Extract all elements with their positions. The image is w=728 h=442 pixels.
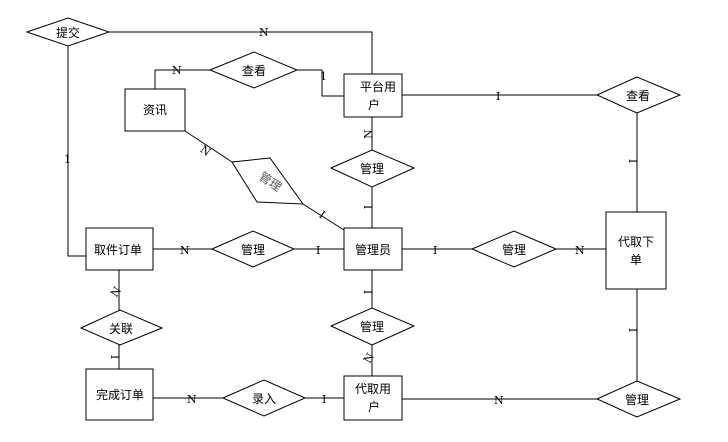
entity-proxy-order-label-2: 单 (630, 253, 642, 267)
card-view-info-info: N (172, 64, 182, 77)
entity-proxy-user: 代取用 户 (343, 375, 403, 421)
card-pickup-manage: N (180, 244, 190, 257)
relation-view-info: 查看 (208, 51, 299, 89)
relation-enter: 录入 (221, 379, 307, 417)
line-info-manage (184, 130, 233, 163)
card-user-view: I (496, 90, 500, 103)
entity-platform-user-label-1: 平台用 (360, 79, 396, 94)
card-admin-manage-bottom: I (362, 290, 375, 294)
entity-admin: 管理员 (343, 227, 403, 271)
relation-manage-user: 管理 (329, 149, 416, 188)
line-view-user (297, 69, 344, 97)
relation-manage-pickup: 管理 (210, 230, 296, 268)
card-proxyuser-enter: I (322, 393, 326, 406)
relation-view-info-label: 查看 (242, 64, 266, 78)
line-info-view (154, 69, 210, 89)
card-done-enter: N (187, 393, 197, 406)
relation-proxy-manage-label: 管理 (625, 392, 649, 407)
entity-pickup-order: 取件订单 (85, 227, 154, 271)
card-proxyuser-order-manage: N (494, 394, 504, 407)
card-manage-admin-tilted: I (317, 208, 328, 221)
entity-platform-user: 平台用 户 (343, 73, 403, 118)
entity-proxy-user-label-1: 代取用 (355, 382, 391, 396)
relation-manage-proxy-user-label: 管理 (360, 319, 384, 334)
relation-manage-info: 管理 (231, 157, 305, 205)
relation-manage-proxy-user: 管理 (329, 307, 416, 346)
connectors (67, 31, 638, 400)
entity-admin-label: 管理员 (355, 242, 391, 257)
relation-manage-proxy-order-label: 管理 (502, 242, 526, 257)
entity-proxy-user-label-2: 户 (368, 399, 380, 414)
card-pickup-assoc: N (108, 284, 124, 300)
relation-view-order-label: 查看 (626, 89, 650, 103)
card-info-manage: N (198, 143, 214, 159)
card-proxyorder-manage: I (627, 328, 640, 332)
card-admin-proxy: I (433, 244, 437, 257)
entity-platform-user-label-2: 户 (368, 97, 380, 112)
relation-submit-label: 提交 (56, 25, 80, 40)
relation-manage-user-label: 管理 (360, 161, 384, 176)
relation-submit: 提交 (25, 17, 111, 47)
relation-proxy-manage: 管理 (595, 380, 682, 418)
card-user-manage: N (362, 129, 375, 139)
card-done-assoc: I (109, 355, 122, 359)
relation-view-order: 查看 (595, 76, 682, 114)
card-proxy-view: I (627, 159, 640, 163)
line-submit-order (67, 46, 86, 257)
entity-info: 资讯 (124, 88, 186, 132)
line-manage-admin-tilted (302, 203, 345, 231)
relation-manage-proxy-order: 管理 (470, 230, 558, 268)
card-admin-pickup: I (316, 244, 320, 257)
entity-done-order: 完成订单 (85, 368, 154, 421)
entity-info-label: 资讯 (143, 103, 167, 117)
entity-pickup-order-label: 取件订单 (94, 243, 142, 257)
card-submit-user: N (259, 26, 269, 39)
card-proxy-manage-n: N (575, 244, 585, 257)
line-submit-user (109, 31, 373, 74)
card-view-info-user: 1 (320, 70, 327, 83)
relation-associate-label: 关联 (109, 322, 133, 336)
card-proxyuser-manage: N (361, 351, 377, 366)
card-submit-order: 1 (64, 153, 71, 166)
relation-associate: 关联 (79, 309, 164, 346)
entity-proxy-order: 代取下 单 (605, 211, 667, 290)
cardinality-labels: N 1 N 1 N I I I N I N I I N N I I N N I … (64, 26, 640, 407)
entity-proxy-order-label-1: 代取下 (618, 235, 654, 249)
entity-done-order-label: 完成订单 (96, 387, 144, 402)
relation-enter-label: 录入 (252, 392, 276, 406)
card-admin-manage-top: I (362, 205, 375, 209)
relation-manage-pickup-label: 管理 (241, 242, 265, 257)
